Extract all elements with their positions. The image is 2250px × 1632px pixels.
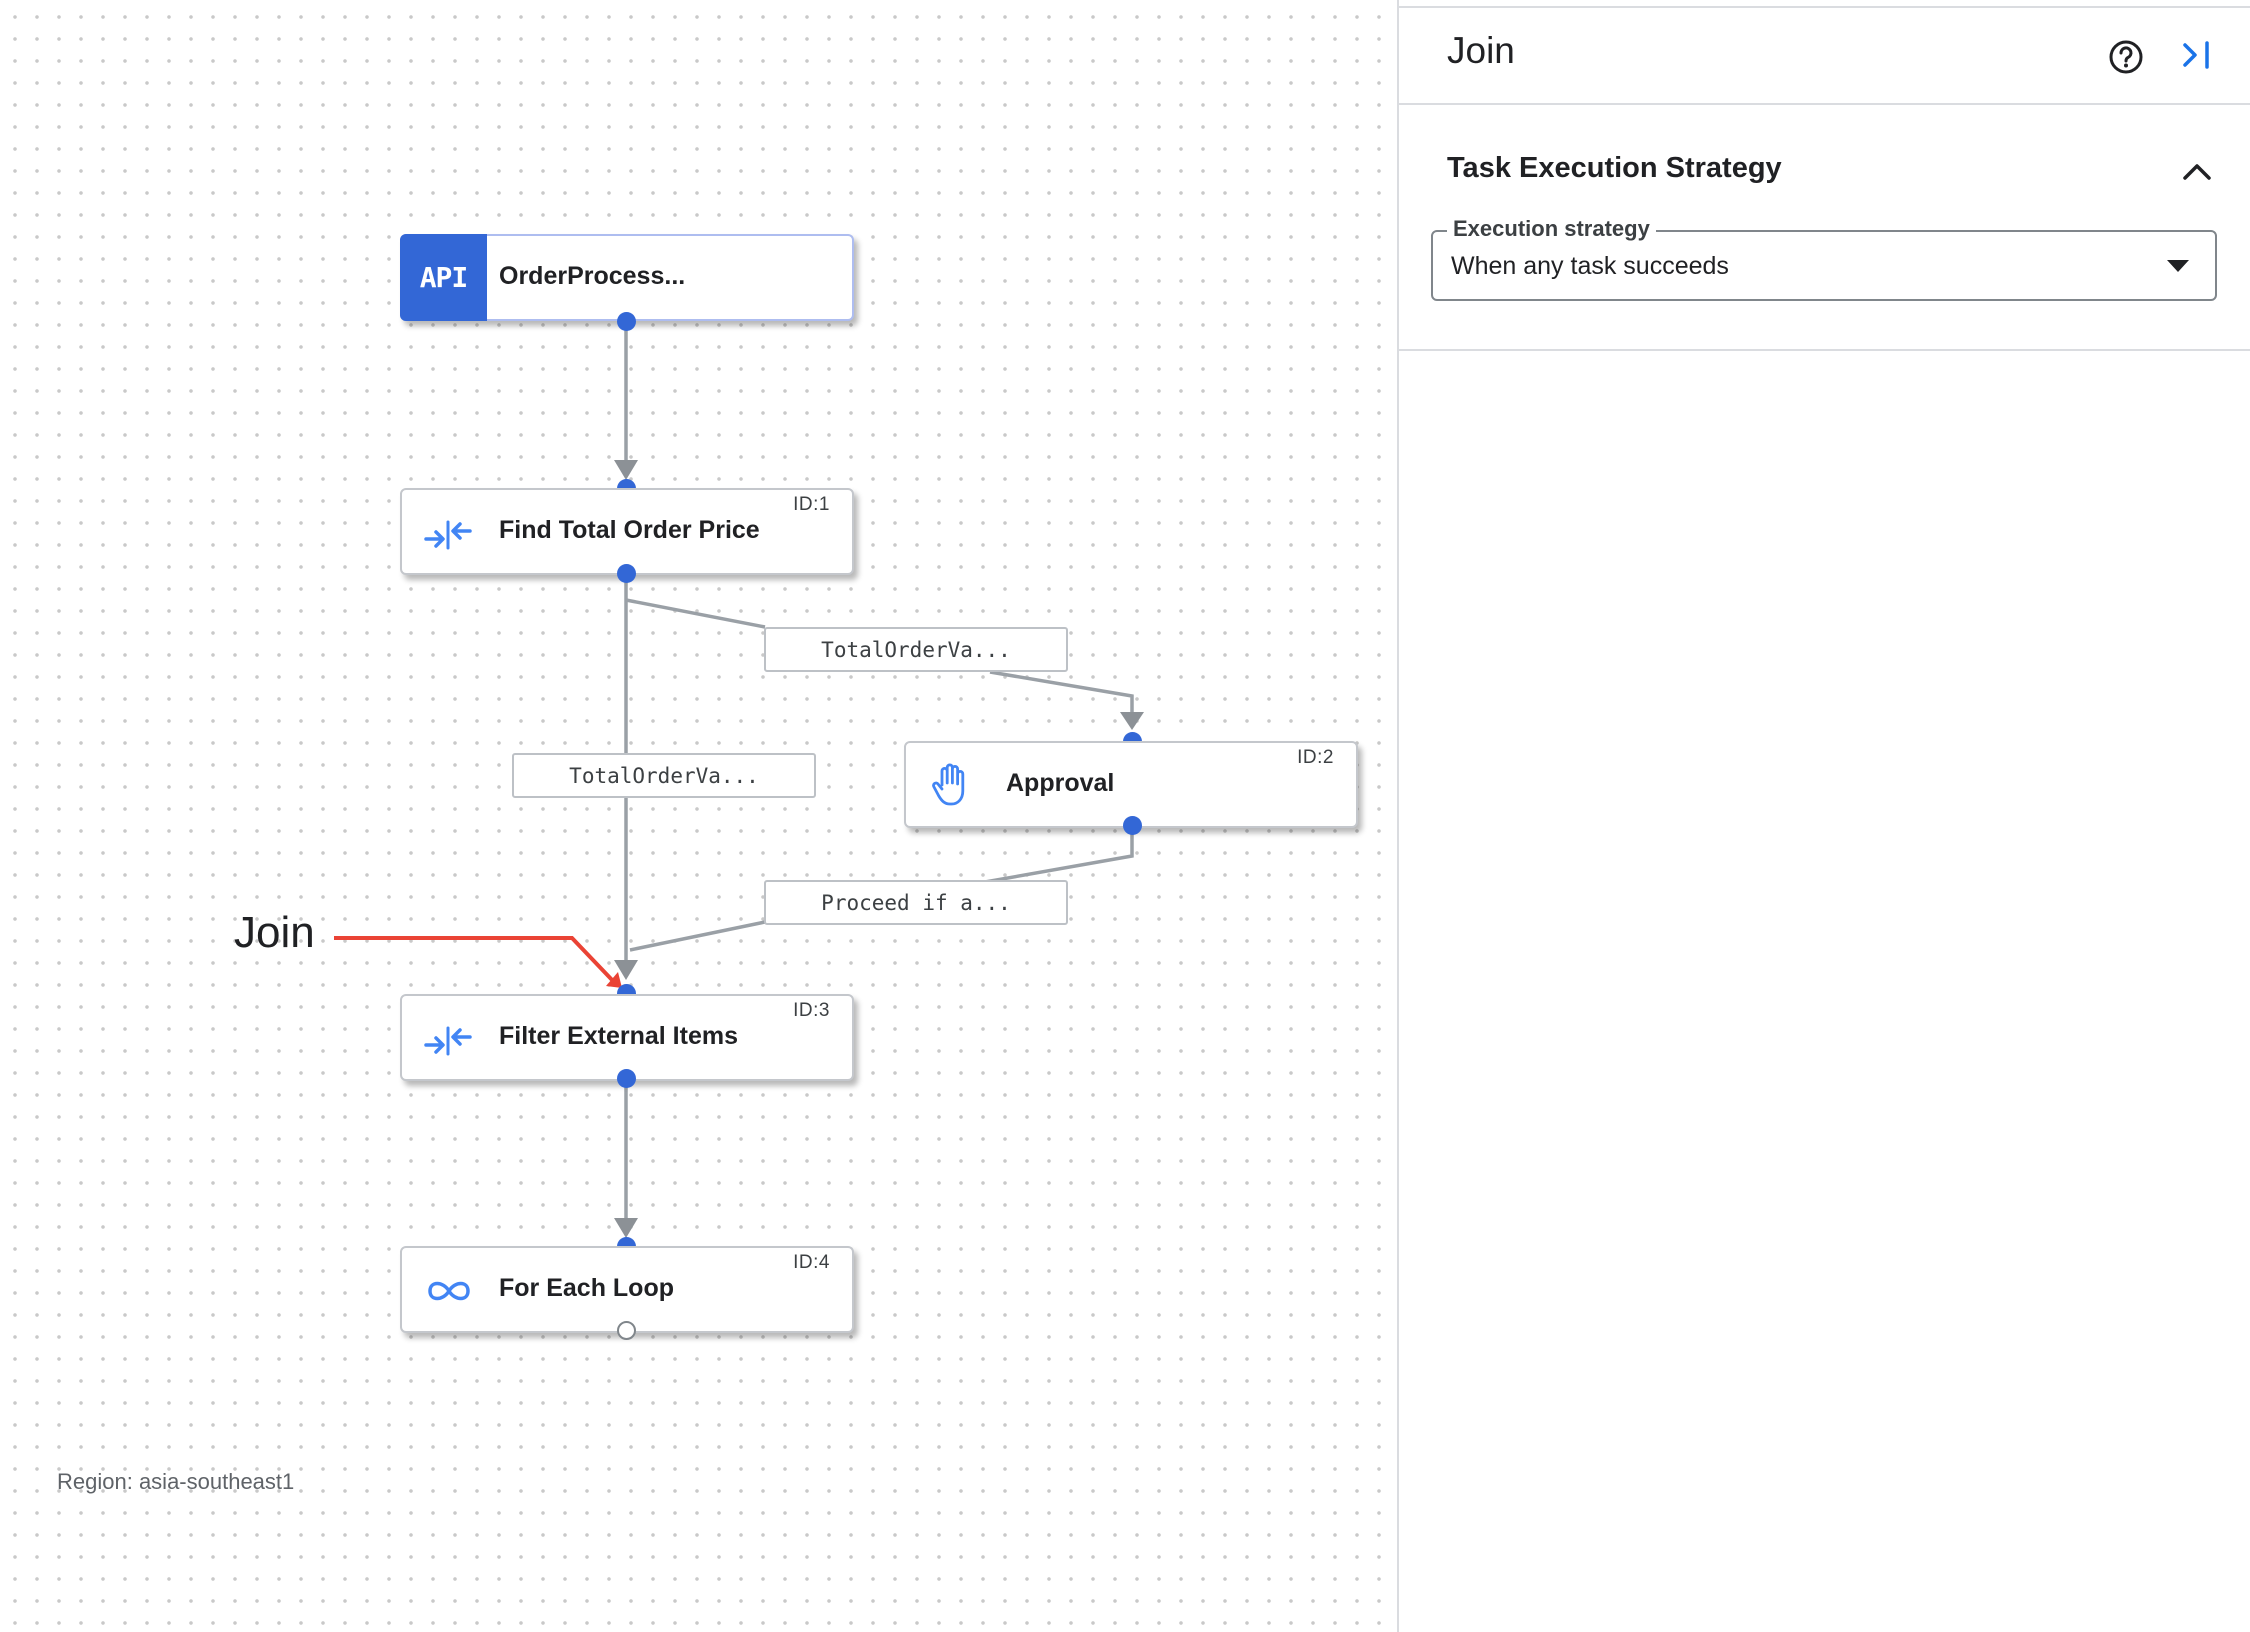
task-node-for-each-loop[interactable]: For Each Loop ID:4 bbox=[400, 1246, 854, 1333]
join-annotation-label: Join bbox=[234, 908, 315, 957]
region-label: Region: asia-southeast1 bbox=[57, 1469, 295, 1494]
task-config-panel: Join Task Execution Strategy Execution s… bbox=[1397, 0, 2250, 1632]
api-icon: API bbox=[400, 234, 487, 321]
select-value: When any task succeeds bbox=[1451, 252, 1729, 280]
join-annotation-arrow bbox=[334, 936, 616, 984]
api-trigger-node[interactable]: API OrderProcess... bbox=[400, 234, 854, 321]
node-title: Approval bbox=[1006, 769, 1115, 797]
node-title: Filter External Items bbox=[499, 1022, 738, 1050]
node-id-label: ID:1 bbox=[793, 494, 830, 515]
collapse-panel-icon[interactable] bbox=[2179, 36, 2215, 74]
infinity-loop-icon bbox=[428, 1281, 470, 1301]
node-id-label: ID:2 bbox=[1297, 747, 1334, 768]
node-title: For Each Loop bbox=[499, 1274, 674, 1302]
section-title[interactable]: Task Execution Strategy bbox=[1447, 152, 1782, 184]
node-id-label: ID:4 bbox=[793, 1252, 830, 1273]
node-title: OrderProcess... bbox=[499, 262, 686, 290]
dropdown-arrow-icon[interactable] bbox=[2167, 260, 2189, 272]
output-port[interactable] bbox=[617, 312, 636, 331]
edge-approval-to-task3 bbox=[984, 826, 1134, 884]
panel-title: Join bbox=[1447, 30, 1515, 71]
task-node-filter-external-items[interactable]: Filter External Items ID:3 bbox=[400, 994, 854, 1081]
output-port[interactable] bbox=[617, 1069, 636, 1088]
output-port[interactable] bbox=[617, 564, 636, 583]
data-mapping-icon bbox=[424, 1026, 472, 1056]
chevron-up-icon[interactable] bbox=[2179, 156, 2215, 186]
select-label: Execution strategy bbox=[1447, 216, 1656, 242]
output-port[interactable] bbox=[1123, 816, 1142, 835]
execution-strategy-select[interactable]: Execution strategy When any task succeed… bbox=[1431, 216, 2217, 301]
task-node-find-total-order-price[interactable]: Find Total Order Price ID:1 bbox=[400, 488, 854, 575]
section-divider bbox=[1399, 349, 2250, 351]
panel-top-border bbox=[1399, 6, 2250, 8]
node-title: Find Total Order Price bbox=[499, 516, 760, 544]
integration-canvas[interactable]: API OrderProcess... Find Total Order Pri… bbox=[0, 0, 1397, 1632]
hand-icon bbox=[932, 763, 965, 806]
node-id-label: ID:3 bbox=[793, 1000, 830, 1021]
edge-label-task1-to-task3[interactable]: TotalOrderVa... bbox=[512, 753, 816, 798]
edge-label-approval-to-task3[interactable]: Proceed if a... bbox=[764, 880, 1068, 925]
output-port-unconnected[interactable] bbox=[617, 1321, 636, 1340]
help-icon[interactable] bbox=[2107, 38, 2145, 76]
task-node-approval[interactable]: Approval ID:2 bbox=[904, 741, 1358, 828]
data-mapping-icon bbox=[424, 520, 472, 550]
header-divider bbox=[1399, 103, 2250, 105]
edge-task1-to-approval bbox=[625, 598, 766, 629]
edge-label-task1-to-approval[interactable]: TotalOrderVa... bbox=[764, 627, 1068, 672]
